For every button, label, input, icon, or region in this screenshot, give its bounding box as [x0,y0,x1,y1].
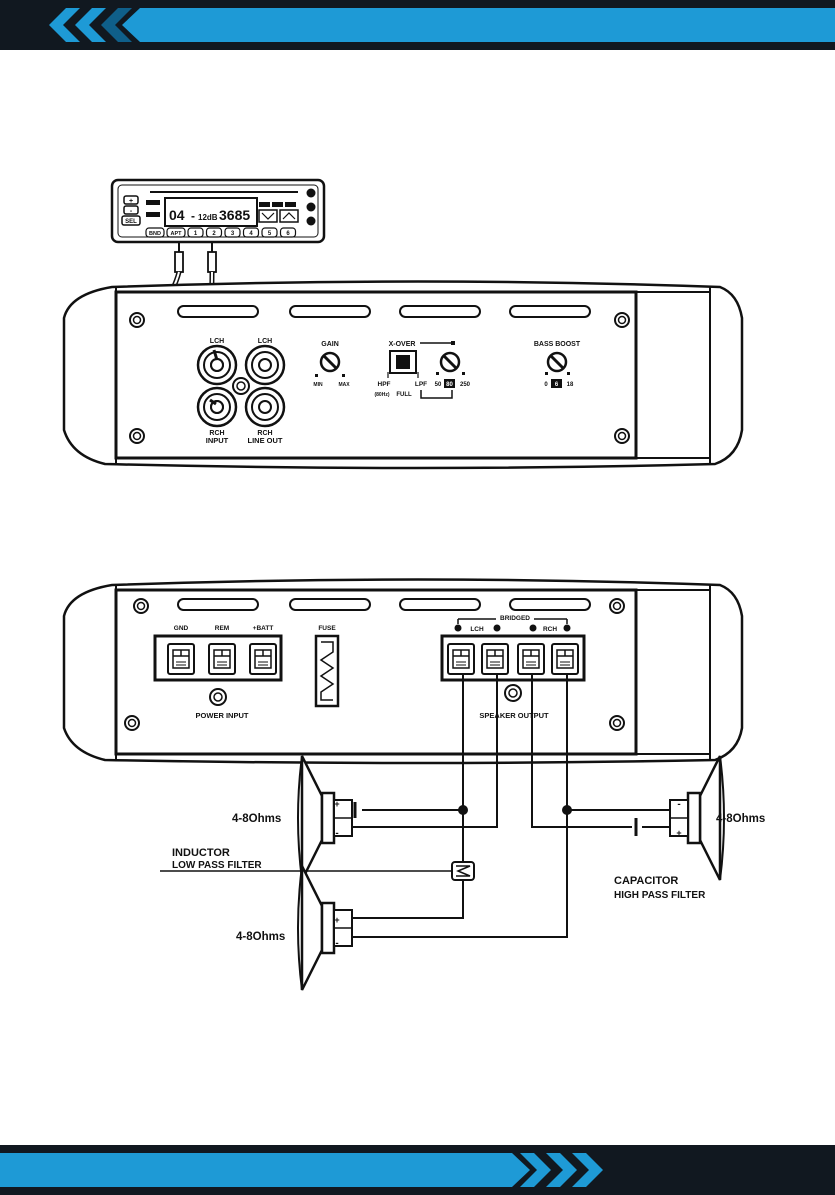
screw-icon [615,313,629,327]
input-label: INPUT [206,436,229,445]
sel-label: SEL [125,219,137,225]
apt-label: APT [171,231,183,237]
inductor-symbol [452,862,474,880]
up-button[interactable] [280,210,298,222]
high-pass-filter-label: HIGH PASS FILTER [614,890,706,901]
lch-input-label: LCH [210,338,224,345]
gain-knob[interactable] [321,353,339,371]
screw-icon [610,599,624,613]
screw-icon [130,313,144,327]
gain-min-label: MIN [313,382,323,388]
bass-high-label: 18 [567,382,574,388]
screw-icon [134,599,148,613]
lch-plus-terminal[interactable] [448,644,474,674]
rem-terminal[interactable] [209,644,235,674]
speaker-minus-label: - [335,828,338,839]
hpf-note-label: (80Hz) [374,392,389,398]
rch-output-label: RCH [543,626,557,633]
xover-low-label: 50 [435,382,442,388]
screw-icon [125,716,139,730]
right-speaker-ohms: 4-8Ohms [716,813,765,825]
full-label: FULL [396,392,412,398]
knob-button[interactable] [307,217,316,226]
down-button[interactable] [259,210,277,222]
lch-output-label: LCH [470,626,484,633]
fuse-holder[interactable] [316,636,338,706]
inductor-label: INDUCTOR [172,847,230,859]
bnd-label: BND [149,231,161,237]
xover-mid-label: 80 [446,382,453,388]
knob-button[interactable] [307,189,316,198]
low-pass-filter-label: LOW PASS FILTER [172,860,262,871]
speaker-output-label: SPEAKER OUTPUT [479,711,549,720]
gnd-terminal[interactable] [168,644,194,674]
display-dash: - [191,209,195,223]
junction-dot [562,805,572,815]
speaker-bottom-icon: + - [298,866,352,990]
speaker-minus-label: - [335,938,338,949]
display-freq: 3685 [219,207,250,223]
bridged-label: BRIDGED [500,615,530,622]
top-banner [0,0,835,50]
speaker-plus-label: + [334,799,339,809]
capacitor-symbol [632,818,642,836]
xover-freq-knob[interactable] [441,353,459,371]
lch-lineout-label: LCH [258,338,272,345]
bottom-speaker-ohms: 4-8Ohms [236,931,285,943]
gain-max-label: MAX [338,382,350,388]
knob-button[interactable] [307,203,316,212]
fuse-label: FUSE [318,625,336,632]
speaker-plus-label: + [334,915,339,925]
junction-dot [458,805,468,815]
capacitor-label: CAPACITOR [614,875,678,887]
rem-label: REM [215,625,229,632]
capacitor-symbol [352,802,362,818]
amp-input-panel: LCH LCH RCH INPUT RCH LINE OUT GAIN MIN … [64,282,742,469]
xover-label: X-OVER [389,341,416,348]
line-out-label: LINE OUT [248,436,283,445]
speaker-left-icon: + - [298,756,352,880]
display-track: 04 [169,207,185,223]
rch-plus-terminal[interactable] [518,644,544,674]
bass-boost-label: BASS BOOST [534,341,581,348]
gain-label: GAIN [321,341,339,348]
display-level: 12dB [198,213,218,222]
hpf-label: HPF [378,381,391,388]
screw-icon [610,716,624,730]
bass-boost-knob[interactable] [548,353,566,371]
screw-icon [615,429,629,443]
speaker-minus-label: - [677,799,680,810]
lch-minus-terminal[interactable] [482,644,508,674]
batt-terminal[interactable] [250,644,276,674]
left-speaker-ohms: 4-8Ohms [232,813,281,825]
rca-lch-lineout-jack[interactable] [246,346,284,384]
screw-icon [130,429,144,443]
batt-label: +BATT [253,625,274,632]
bottom-banner [0,1145,835,1195]
gnd-label: GND [174,625,189,632]
amp-power-panel: GND REM +BATT POWER INPUT FUSE BRIDGED L… [64,580,742,764]
rca-rch-lineout-jack[interactable] [246,388,284,426]
power-input-label: POWER INPUT [196,711,249,720]
plus-label: + [129,198,133,205]
lpf-label: LPF [415,381,427,388]
rch-minus-terminal[interactable] [552,644,578,674]
speaker-plus-label: + [676,828,681,838]
xover-high-label: 250 [460,382,471,388]
